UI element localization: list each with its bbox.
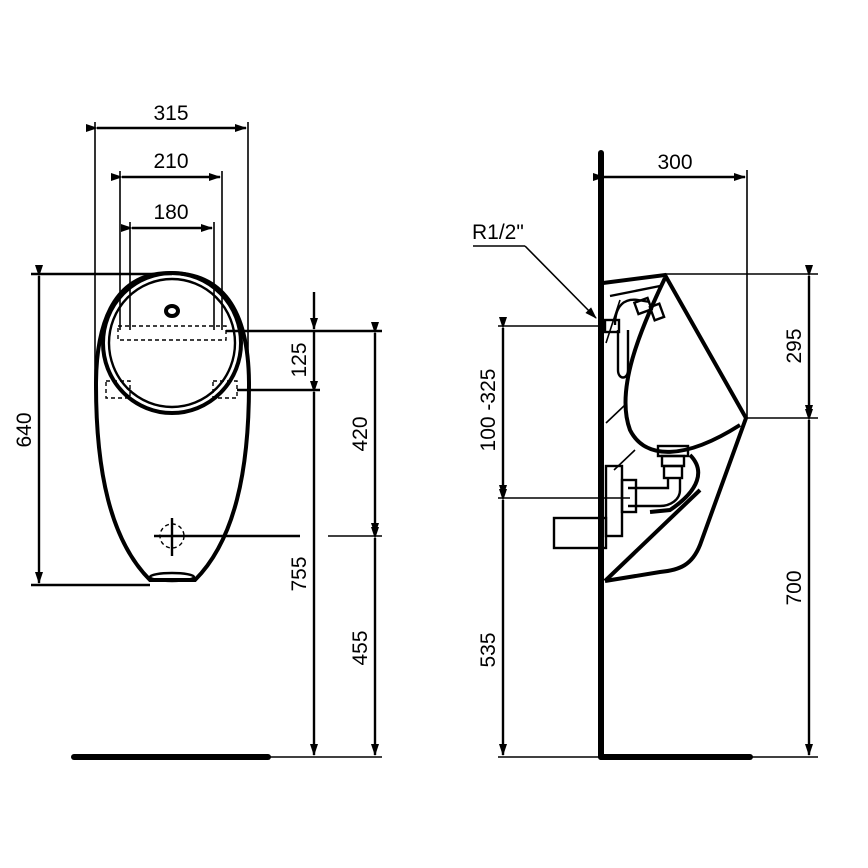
bowl-rim-outer [101, 271, 243, 415]
lower-fixing-right [212, 380, 238, 399]
dim-projection: 300 [657, 151, 692, 174]
drain-slot [148, 571, 196, 583]
dim-fixing-to-outlet: 420 [349, 416, 372, 451]
dim-top-to-fixing: 125 [288, 342, 311, 377]
inlet-hole [164, 304, 180, 318]
bowl-rim-inner [107, 277, 237, 409]
dim-overall-height: 640 [13, 412, 36, 447]
dim-rim-depth: 295 [783, 328, 806, 363]
dim-outlet-to-floor-side: 535 [477, 632, 500, 667]
waste-trap [552, 444, 690, 550]
fixing-bracket [117, 325, 227, 341]
side-view: 300 R1/2" 100 -325 535 295 700 [472, 150, 818, 760]
dim-inlet-width: 180 [153, 201, 188, 224]
inlet-valve [603, 296, 666, 471]
dim-inlet-height-range: 100 -325 [477, 369, 500, 452]
lower-fixing-left [105, 380, 131, 399]
bowl-inner-curve [623, 277, 742, 454]
front-view: 315 210 180 640 125 755 420 455 [13, 102, 382, 760]
dim-fixing-width: 210 [153, 150, 188, 173]
urinal-side-body [602, 272, 749, 583]
label-inlet-thread: R1/2" [472, 221, 524, 244]
dim-outlet-to-floor: 455 [349, 630, 372, 665]
dim-overall-width: 315 [153, 102, 188, 125]
dim-rim-height: 700 [783, 570, 806, 605]
dim-fixing-to-floor: 755 [288, 556, 311, 591]
